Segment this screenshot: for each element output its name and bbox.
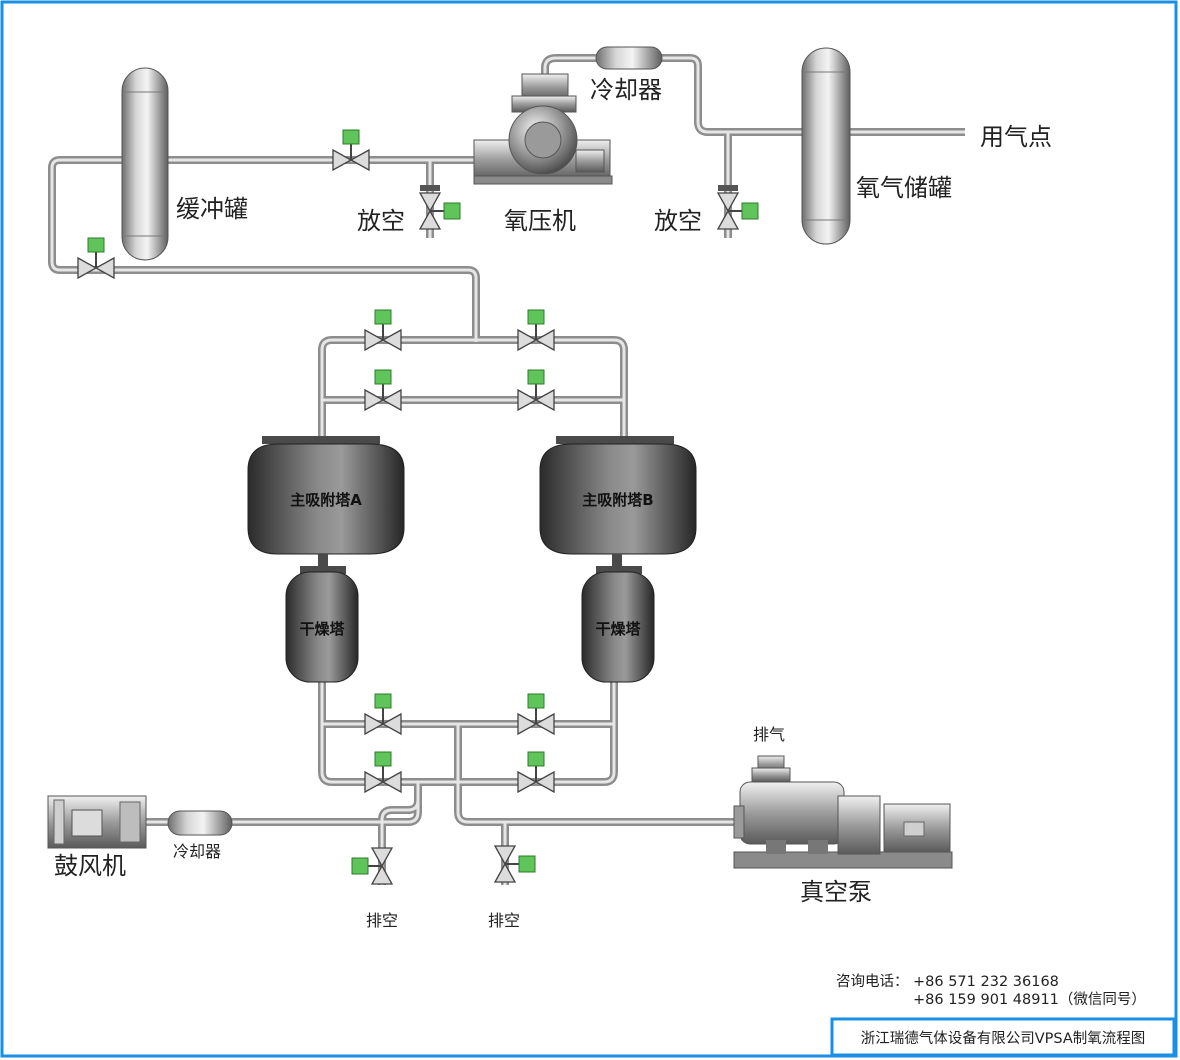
valve-vent-left[interactable] bbox=[418, 185, 461, 230]
valve-drain-left[interactable] bbox=[351, 847, 394, 885]
cooler-top-label: 冷却器 bbox=[590, 76, 662, 104]
valve-bottom-b2[interactable] bbox=[517, 751, 555, 794]
valve-top-b2[interactable] bbox=[517, 369, 555, 412]
dryer-tower-b bbox=[581, 566, 655, 683]
valve-top-a1[interactable] bbox=[364, 309, 402, 352]
buffer-tank-label: 缓冲罐 bbox=[176, 195, 248, 223]
vacuum-pump-label: 真空泵 bbox=[800, 878, 872, 906]
valve-bottom-a1[interactable] bbox=[364, 693, 402, 736]
valve-drain-right[interactable] bbox=[493, 845, 536, 883]
valve-top-b1[interactable] bbox=[517, 309, 555, 352]
vacuum-pump bbox=[733, 755, 953, 869]
vent-right-label: 放空 bbox=[654, 207, 702, 235]
valve-buffer-inlet[interactable] bbox=[332, 129, 370, 172]
oxygen-storage-tank bbox=[801, 47, 851, 245]
contact-prefix: 咨询电话： bbox=[836, 973, 909, 990]
adsorber-tower-a bbox=[247, 436, 405, 566]
cooler-bottom-label: 冷却器 bbox=[173, 842, 221, 861]
footer-caption: 浙江瑞德气体设备有限公司VPSA制氧流程图 bbox=[861, 1030, 1146, 1047]
valve-loop-left[interactable] bbox=[77, 237, 115, 280]
dryer-tower-a bbox=[285, 566, 359, 683]
footer-box bbox=[830, 1017, 1176, 1057]
valve-top-a2[interactable] bbox=[364, 369, 402, 412]
oxygen-storage-tank-label: 氧气储罐 bbox=[856, 174, 952, 202]
adsorber-b-label: 主吸附塔B bbox=[582, 491, 653, 509]
cooler-top bbox=[595, 46, 663, 70]
contact-phone-2: +86 159 901 48911（微信同号） bbox=[913, 991, 1146, 1008]
dryer-b-label: 干燥塔 bbox=[595, 620, 641, 638]
blower bbox=[47, 795, 147, 849]
adsorber-a-label: 主吸附塔A bbox=[290, 491, 362, 509]
dryer-a-label: 干燥塔 bbox=[299, 620, 345, 638]
oxygen-compressor-label: 氧压机 bbox=[504, 207, 576, 235]
exhaust-label: 排气 bbox=[753, 725, 785, 744]
vent-left-label: 放空 bbox=[357, 207, 405, 235]
adsorber-tower-b bbox=[539, 436, 697, 566]
valve-bottom-a2[interactable] bbox=[364, 751, 402, 794]
cooler-bottom bbox=[167, 810, 233, 836]
drain-left-label: 排空 bbox=[366, 911, 398, 930]
buffer-tank bbox=[121, 67, 169, 261]
contact-phone-1: +86 571 232 36168 bbox=[913, 974, 1059, 990]
oxygen-compressor bbox=[473, 73, 613, 185]
drain-right-label: 排空 bbox=[488, 911, 520, 930]
blower-label: 鼓风机 bbox=[54, 852, 126, 880]
valve-vent-right[interactable] bbox=[716, 185, 759, 230]
use-point-label: 用气点 bbox=[980, 123, 1052, 151]
valve-bottom-b1[interactable] bbox=[517, 693, 555, 736]
